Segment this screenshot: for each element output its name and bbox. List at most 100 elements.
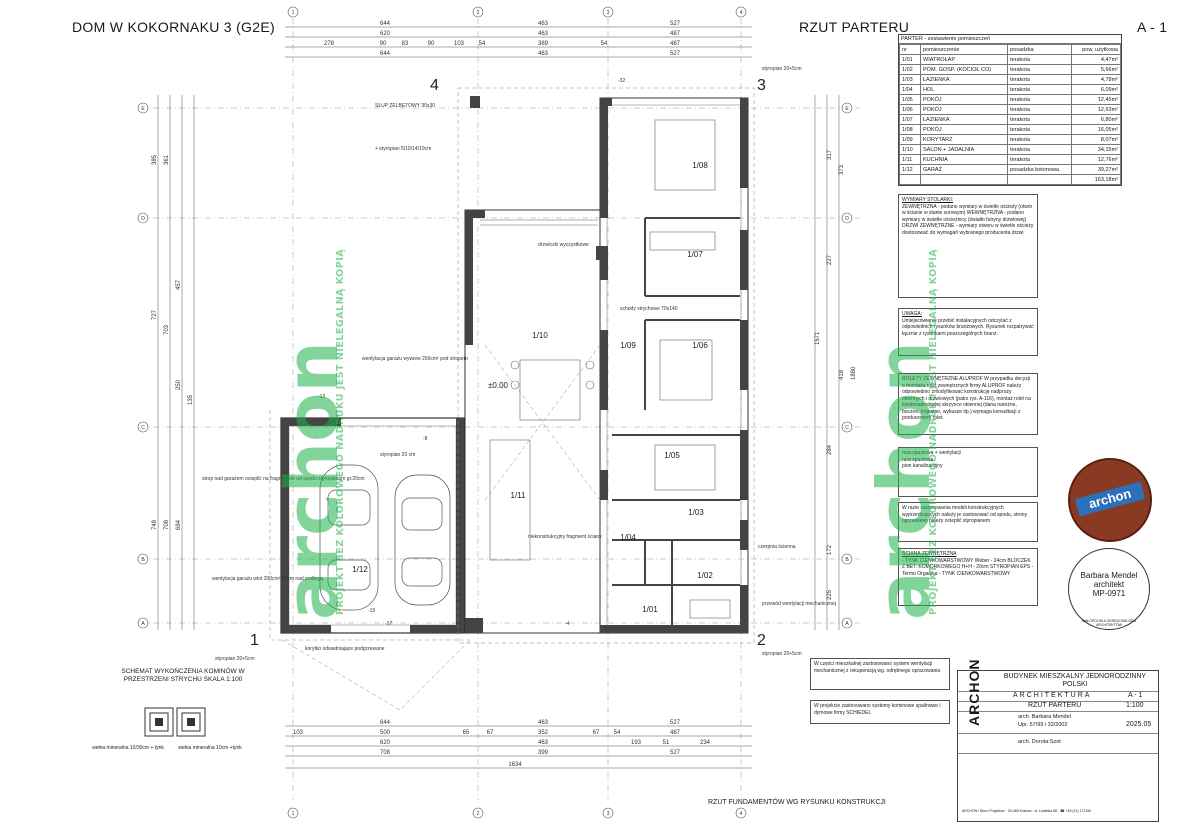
svg-text:385: 385 (152, 154, 158, 165)
svg-text:1634: 1634 (508, 762, 522, 768)
svg-text:4: 4 (430, 77, 439, 94)
svg-text:225: 225 (827, 589, 833, 600)
svg-text:399: 399 (538, 750, 549, 756)
svg-text:317: 317 (827, 149, 833, 160)
room-1-02: 1/02 (697, 571, 713, 580)
room-1-06: 1/06 (692, 341, 708, 350)
styropian-top: styropian 20+5cm (762, 66, 802, 72)
external-wall-note: ŚCIANA ZEWNĘTRZNA - TYNK CIENKOWARSTWOWY… (898, 548, 1038, 606)
axis-4-top: 4 (740, 10, 743, 16)
svg-text:172: 172 (827, 544, 833, 555)
room-1-08: 1/08 (692, 161, 708, 170)
title-block: BUDYNEK MIESZKALNY JEDNORODZINNY POLSKI … (957, 659, 1159, 822)
drawing-title: RZUT PARTERU (799, 19, 910, 35)
room-1-10: 1/10 (532, 331, 548, 340)
tb-scale: 1:100 (1126, 702, 1144, 709)
level-label: ±0.00 (488, 381, 509, 390)
roof-outline (269, 87, 755, 711)
elevation-5: -17 (385, 621, 392, 627)
svg-text:1880: 1880 (851, 366, 857, 380)
nonstructural-label: niekonstrukcyjny fragment ściany (528, 534, 602, 540)
sheet-number: A - 1 (1137, 19, 1168, 35)
svg-text:487: 487 (670, 31, 681, 37)
svg-text:527: 527 (670, 720, 681, 726)
svg-text:487: 487 (670, 41, 681, 47)
svg-text:457: 457 (176, 279, 182, 290)
svg-text:54: 54 (601, 41, 608, 47)
architect-name: Barbara Mendel (1080, 571, 1138, 580)
room-labels: 1/08 1/07 1/06 1/05 1/03 1/04 1/02 1/01 … (352, 161, 713, 614)
svg-text:389: 389 (538, 41, 549, 47)
svg-text:373: 373 (839, 164, 845, 175)
garage-ceiling-note: strop nad garażem ocieplić na fragmencie… (202, 476, 365, 482)
svg-text:234: 234 (700, 740, 711, 746)
svg-text:361: 361 (164, 154, 170, 165)
shutters-note: ROLETY ZEWNĘTRZNE ALUPROF W przypadku de… (898, 373, 1038, 435)
tb-author-2: arch. Dorota Szot (1018, 739, 1061, 745)
big-axis-numbers: 4 3 1 2 (250, 77, 766, 649)
room-1-05: 1/05 (664, 451, 680, 460)
svg-text:620: 620 (380, 31, 391, 37)
svg-text:463: 463 (538, 21, 549, 27)
svg-text:527: 527 (670, 750, 681, 756)
svg-text:90: 90 (380, 41, 387, 47)
svg-text:527: 527 (670, 21, 681, 27)
vent-duct-label: przewód wentylacji mechanicznej (762, 601, 836, 607)
watermark-text-right: PROJEKT BEZ KOLOROWEGO NADRUKU JEST NIEL… (928, 248, 939, 615)
svg-text:103: 103 (454, 41, 465, 47)
axis-c-right: C (845, 425, 849, 431)
chimney-schema-label-2: wełna mineralna 10cm +tynk (178, 745, 242, 751)
axis-c-left: C (141, 425, 145, 431)
legend-item-downpipe: rura spustowa (902, 456, 934, 463)
room-1-11: 1/11 (511, 491, 527, 500)
axis-e-right: E (845, 106, 849, 112)
room-1-12: 1/12 (352, 565, 368, 574)
archon-stamp-logo: archon (1074, 481, 1146, 517)
svg-text:103: 103 (293, 730, 304, 736)
svg-text:54: 54 (479, 41, 486, 47)
chimney-note: W projekcie zastosowano systemy kominowe… (810, 700, 950, 724)
dims-bottom: 644 463 527 103 500 65 67 352 67 54 487 … (293, 720, 711, 768)
tb-date: 2025.05 (1126, 721, 1152, 728)
tb-author-1-permit: Upr. 57/99 i 32/2002 (1018, 722, 1068, 728)
axis-b-left: B (141, 557, 145, 563)
svg-text:2: 2 (757, 632, 766, 649)
styropian-bl: styropian 20+5cm (215, 656, 255, 662)
architect-number: MP-0971 (1092, 589, 1126, 598)
svg-text:684: 684 (176, 519, 182, 530)
svg-text:418: 418 (839, 369, 845, 380)
chimney-schema-diagram (144, 707, 206, 737)
plan-annotations: SŁUP ŻELBETOWY 30x30 + styropian 5/10/14… (202, 66, 836, 662)
axis-1-bottom: 1 (292, 811, 295, 817)
svg-text:708: 708 (380, 750, 391, 756)
svg-text:135: 135 (188, 394, 194, 405)
garage-vent-inlet: wentylacja garażu wlot 200cm² 50cm nad p… (212, 576, 323, 582)
axis-d-right: D (845, 216, 849, 222)
axis-a-right: A (845, 621, 849, 627)
elevation-6: -4 (565, 621, 570, 627)
svg-text:500: 500 (380, 730, 391, 736)
svg-text:51: 51 (663, 740, 670, 746)
svg-text:644: 644 (380, 21, 391, 27)
project-title: DOM W KOKORNAKU 3 (G2E) (72, 19, 275, 35)
air-intake-label: czerpnia ścienna (758, 544, 796, 550)
svg-text:67: 67 (593, 730, 600, 736)
legend-item-sewer: pion kanalizacyjny (902, 463, 943, 469)
tb-project: BUDYNEK MIESZKALNY JEDNORODZINNY (1003, 673, 1147, 680)
foundations-footnote: RZUT FUNDAMENTÓW WG RYSUNKU KONSTRUKCJI (708, 799, 886, 806)
watermark-text-left: PROJEKT BEZ KOLOROWEGO NADRUKU JEST NIEL… (335, 248, 346, 615)
room-schedule-caption: PARTER - zestawienie pomieszczeń (899, 35, 1121, 44)
svg-text:90: 90 (428, 41, 435, 47)
elevation-1: -32 (618, 78, 625, 84)
axis-1-top: 1 (292, 10, 295, 16)
architect-title: architekt (1093, 580, 1125, 589)
svg-text:463: 463 (538, 720, 549, 726)
